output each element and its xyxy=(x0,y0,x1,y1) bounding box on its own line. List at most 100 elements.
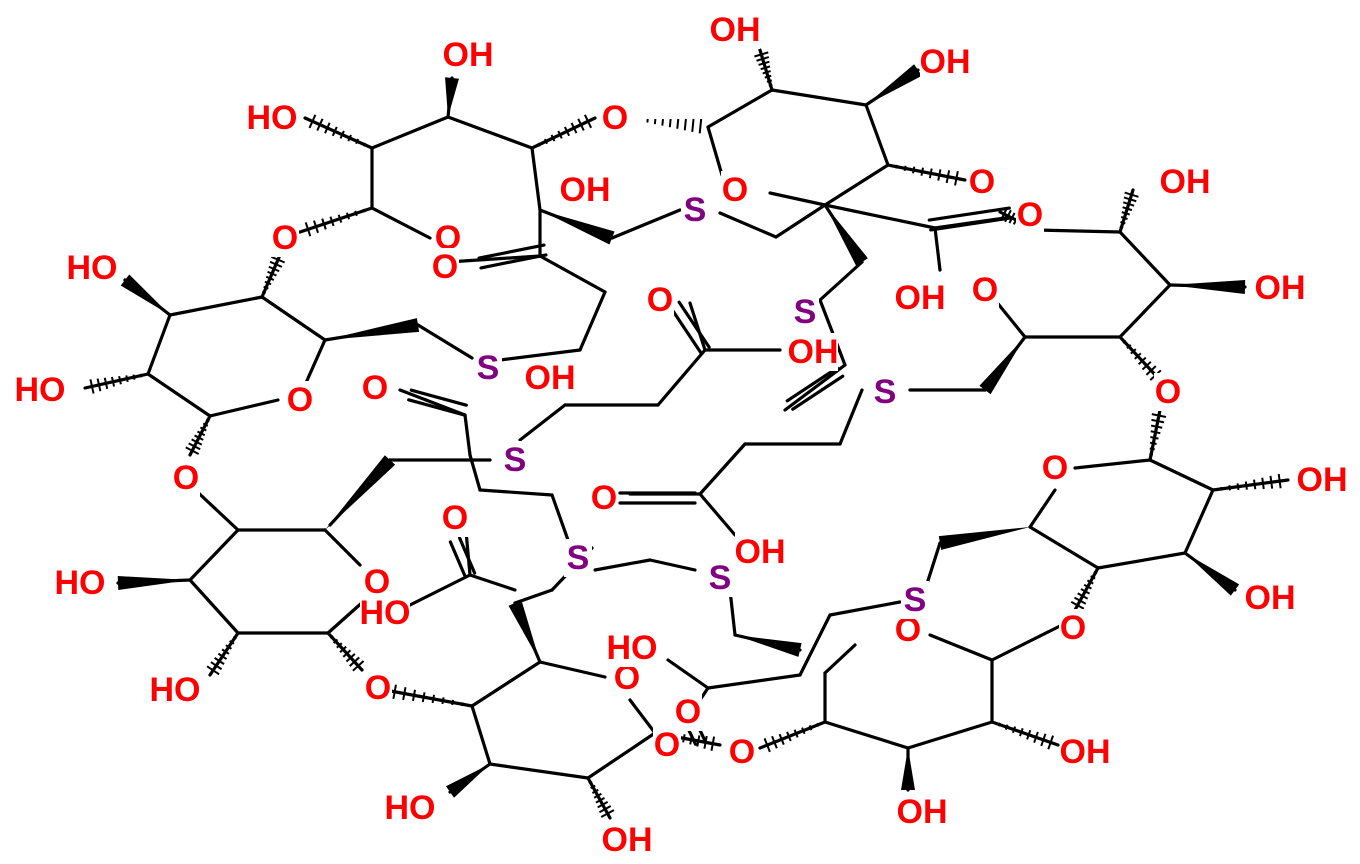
hashed-bond-segment xyxy=(698,118,703,134)
hashed-bond-segment xyxy=(1122,206,1133,212)
single-bond xyxy=(498,348,582,362)
hydroxyl-group-label: HO xyxy=(55,564,106,602)
double-bond-line xyxy=(929,216,1013,232)
hashed-bond-segment xyxy=(912,166,916,174)
single-bond xyxy=(610,208,682,240)
single-bond xyxy=(326,631,364,672)
atom-label-background xyxy=(653,726,681,764)
single-bond xyxy=(1118,335,1162,382)
hashed-bond-segment xyxy=(668,118,672,128)
single-bond xyxy=(706,88,774,129)
single-bond xyxy=(688,301,707,352)
single-bond xyxy=(823,720,910,750)
hydroxyl-group-label: OH xyxy=(1160,163,1211,201)
hashed-bond-segment xyxy=(1126,344,1132,350)
single-bond xyxy=(1148,458,1215,492)
single-bond xyxy=(823,163,890,207)
hashed-bond-segment xyxy=(550,134,556,142)
double-bond-line xyxy=(457,536,477,575)
oxygen-atom-label: O xyxy=(432,248,458,286)
hashed-bond-segment xyxy=(598,805,612,814)
atom-label-background xyxy=(871,373,899,411)
wedge-bond xyxy=(540,210,615,245)
hashed-bond-segment xyxy=(937,169,942,181)
oxygen-atom-label: O xyxy=(365,669,391,707)
hashed-bond-segment xyxy=(265,275,275,281)
hashed-bond-segment xyxy=(118,375,122,385)
double-bond-line xyxy=(927,206,1011,222)
atom-label-background xyxy=(895,279,945,317)
hashed-bond-segment xyxy=(125,375,129,383)
hashed-bond-segment xyxy=(214,657,225,665)
single-bond xyxy=(1028,525,1100,570)
hashed-bond-segment xyxy=(332,638,339,644)
single-bond xyxy=(728,588,737,637)
wedge-bond xyxy=(1185,553,1240,596)
single-bond xyxy=(656,348,707,407)
atom-label-background xyxy=(590,479,618,517)
hashed-bond-segment xyxy=(945,170,951,184)
single-bond xyxy=(990,720,1060,747)
hashed-bond-segment xyxy=(431,694,436,704)
hashed-bond-segment xyxy=(1120,216,1128,220)
single-bond xyxy=(1096,551,1187,570)
hashed-bond-segment xyxy=(316,118,324,131)
hashed-bond-segment xyxy=(313,220,319,234)
hashed-bond-segment xyxy=(1004,724,1009,730)
hashed-bond-segment xyxy=(1073,596,1087,605)
sulfur-atom-label: S xyxy=(567,539,590,577)
single-bond xyxy=(468,573,517,592)
hashed-bond-segment xyxy=(1253,479,1257,490)
hashed-bond-segment xyxy=(345,212,351,220)
hashed-bond-segment xyxy=(304,222,312,237)
hashed-bond-segment xyxy=(132,374,136,380)
double-bond-line xyxy=(407,398,466,417)
single-bond xyxy=(146,313,172,376)
hashed-bond-segment xyxy=(221,648,230,655)
sulfur-atom-label: S xyxy=(684,191,707,229)
hashed-bond-segment xyxy=(217,652,228,660)
single-bond xyxy=(470,660,542,708)
single-bond xyxy=(818,298,847,367)
hashed-bond-segment xyxy=(762,70,771,75)
single-bond xyxy=(478,488,554,497)
single-bond xyxy=(628,698,657,735)
oxygen-atom-label: O xyxy=(1060,609,1086,647)
hydroxyl-group-label: OH xyxy=(1245,579,1296,617)
double-bond-line xyxy=(791,374,845,411)
single-bond xyxy=(370,206,432,240)
atom-label-layer: OOOOOOOOOOOOOOOOOOOOOOOOSSSSSSSSOHOHOHOH… xyxy=(15,11,1348,859)
oxygen-atom-label: O xyxy=(442,499,468,537)
hashed-bond-segment xyxy=(232,635,237,640)
hashed-bond-segment xyxy=(1086,579,1094,585)
hashed-bond-segment xyxy=(760,65,771,71)
single-bond xyxy=(828,600,902,617)
atom-label-background xyxy=(361,369,389,407)
hashed-bond-segment xyxy=(1070,600,1085,610)
hashed-bond-segment xyxy=(1261,477,1265,490)
hashed-bond-segment xyxy=(696,735,701,747)
double-bond-line xyxy=(669,306,703,355)
hydroxyl-group-label: OH xyxy=(895,279,946,317)
single-bond xyxy=(188,414,212,457)
hashed-bond-segment xyxy=(362,142,367,147)
hashed-bond-segment xyxy=(764,74,772,79)
wedge-bond xyxy=(325,455,396,530)
hashed-bond-segment xyxy=(1149,441,1157,445)
atom-label-background xyxy=(728,733,756,771)
atom-label-background xyxy=(271,219,299,257)
hashed-bond-segment xyxy=(1151,413,1167,418)
atom-label-background xyxy=(1154,373,1182,411)
double-bond-line xyxy=(479,253,548,270)
hashed-bond-segment xyxy=(1149,453,1154,456)
sulfur-atom-label: S xyxy=(477,349,500,387)
atom-label-background xyxy=(1060,733,1110,771)
atom-label-background xyxy=(443,36,493,74)
hashed-bond-segment xyxy=(339,645,347,653)
hashed-bond-segment xyxy=(710,736,716,751)
single-bond xyxy=(146,372,212,418)
wedge-bond xyxy=(445,77,459,117)
hashed-bond-segment xyxy=(461,702,464,707)
wedge-bond xyxy=(117,576,190,590)
hashed-bond-segment xyxy=(342,649,352,658)
